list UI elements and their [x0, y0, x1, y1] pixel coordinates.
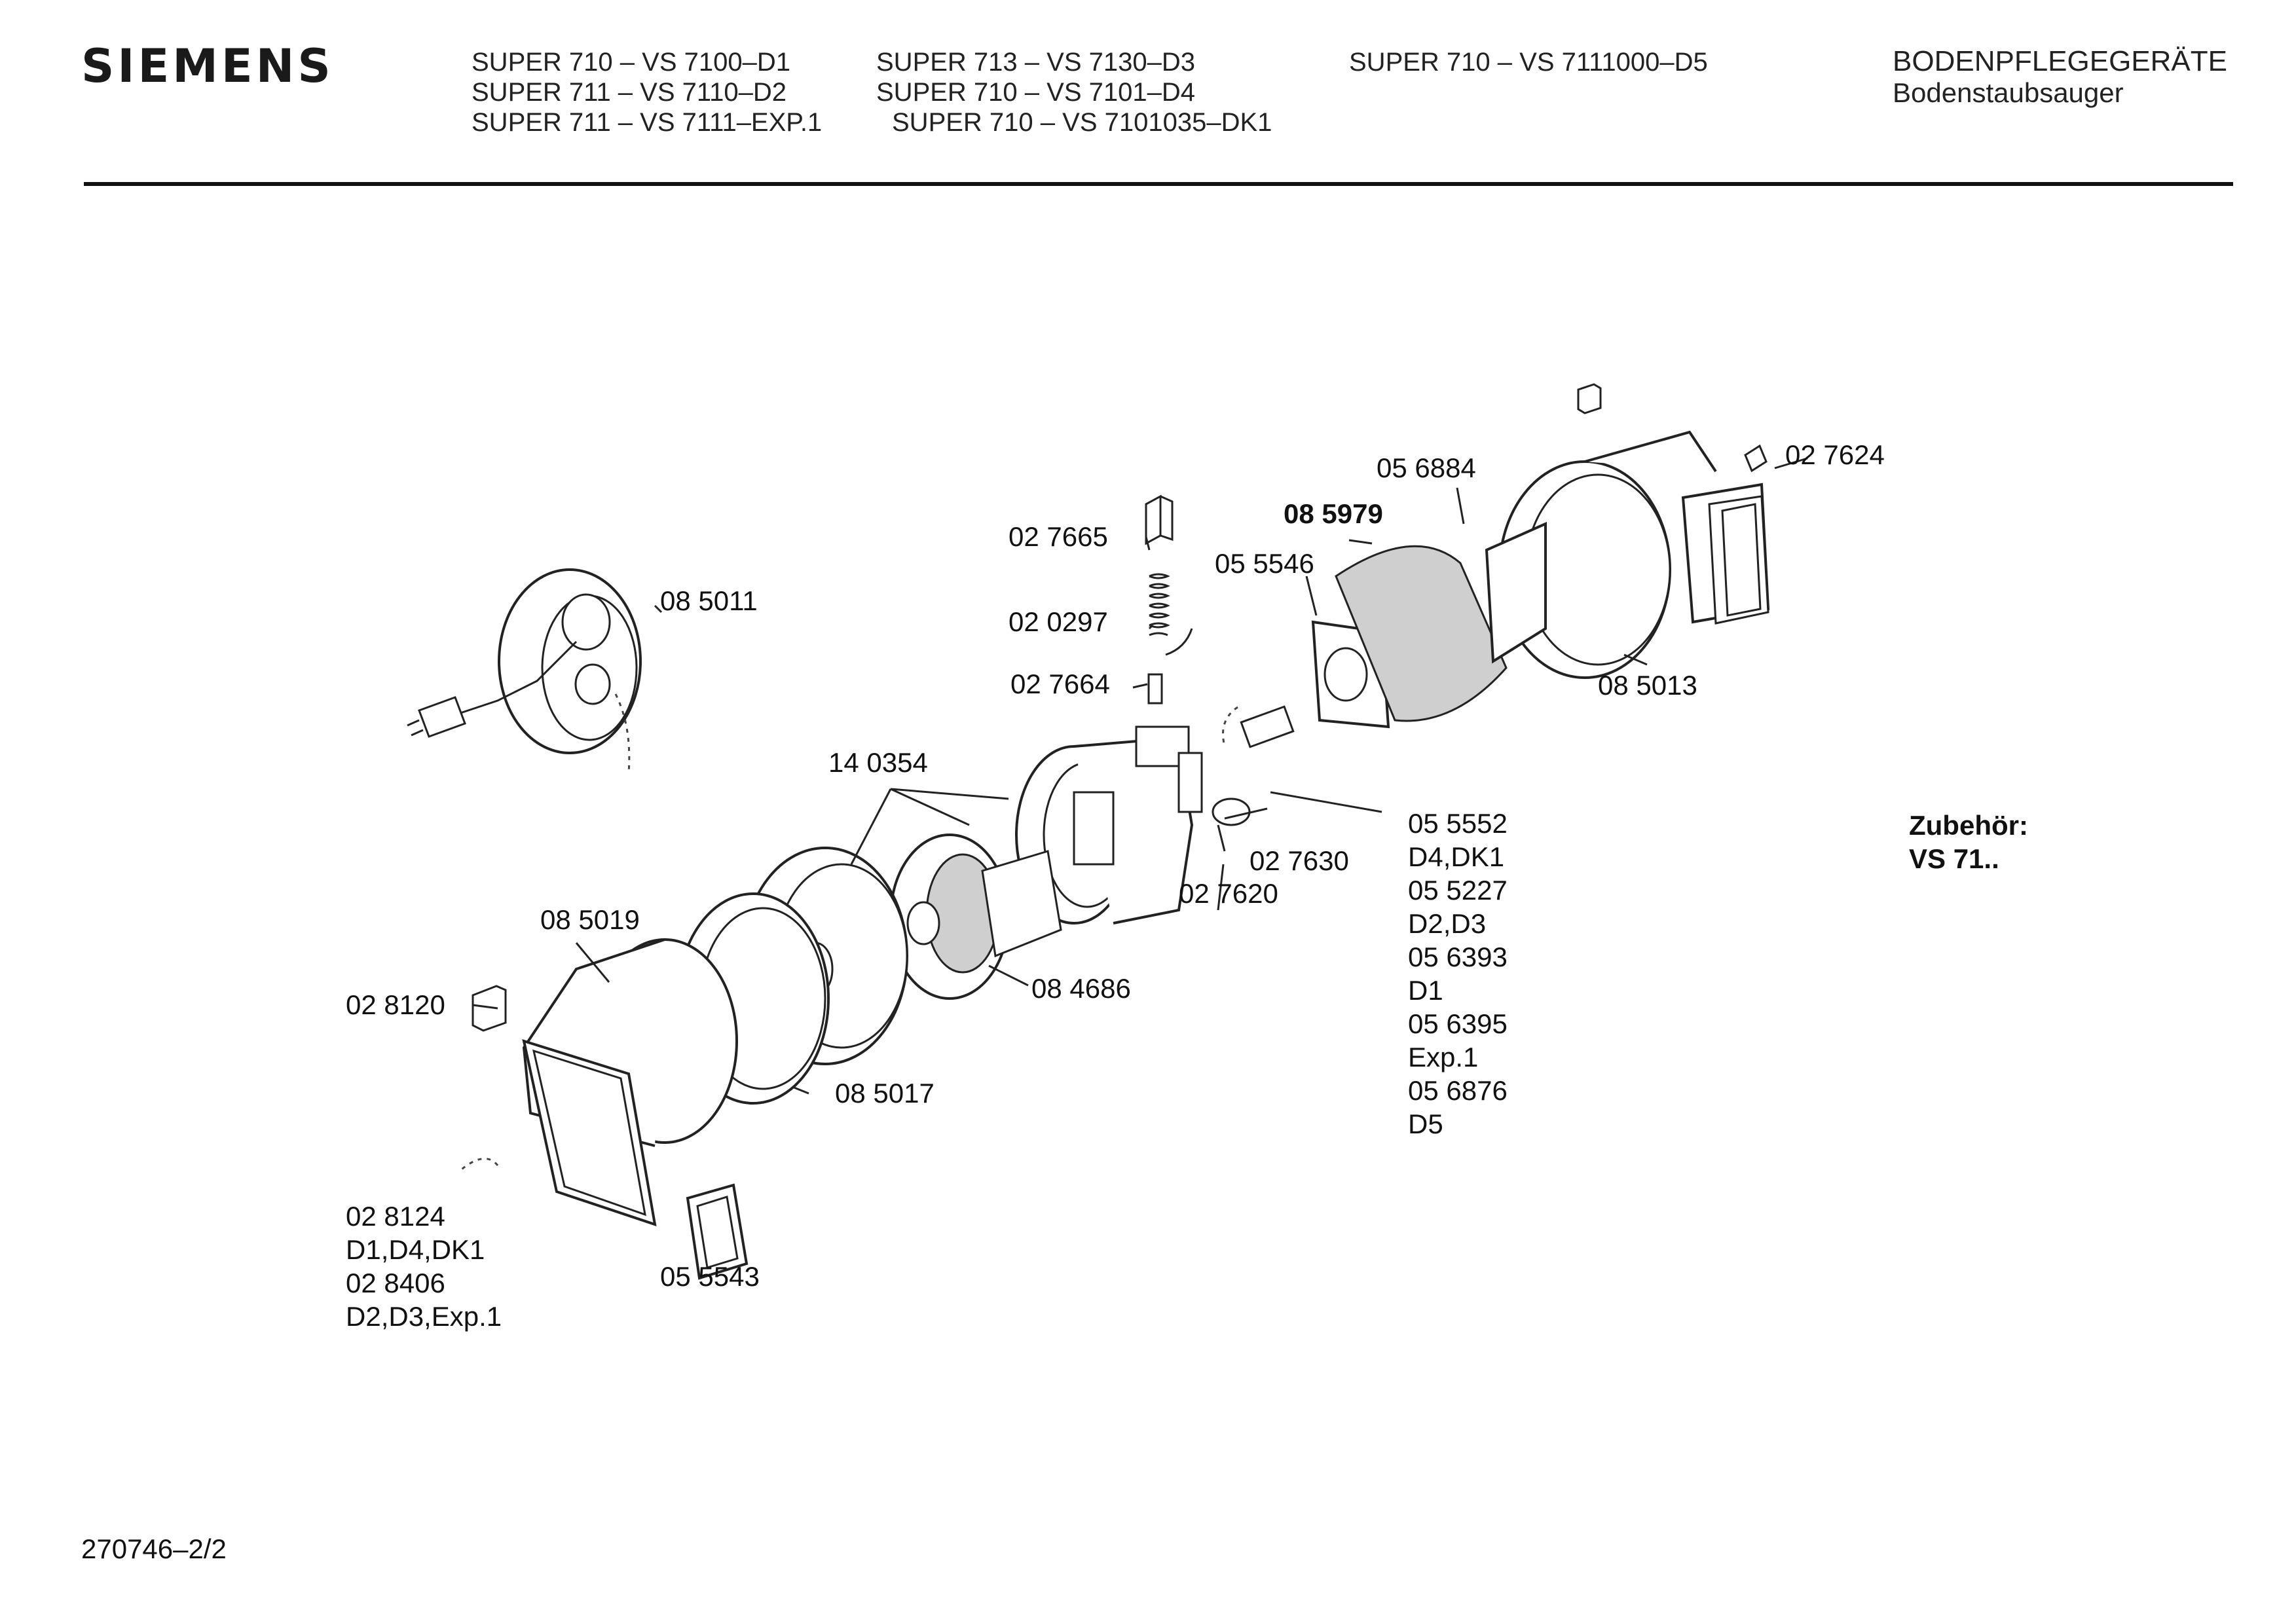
clip-part: [472, 985, 507, 1032]
variant-entry: 05 6395: [1408, 1008, 1508, 1039]
filter-frame-part: [686, 1183, 749, 1280]
document-number: 270746–2/2: [81, 1533, 227, 1564]
part-label-056884: 05 6884: [1377, 452, 1476, 483]
category-title: BODENPFLEGEGERÄTE: [1893, 45, 2228, 77]
part-label-085017: 08 5017: [835, 1078, 935, 1108]
model-line: SUPER 710 – VS 7101–D4: [876, 78, 1195, 107]
variant-entry: 05 5552: [1408, 808, 1508, 839]
variant-entry: 02 8124: [346, 1201, 445, 1232]
variant-entry: D4,DK1: [1408, 841, 1505, 872]
category-subtitle: Bodenstaubsauger: [1893, 77, 2124, 108]
brush-holder-parts: [1145, 494, 1193, 705]
model-line: SUPER 711 – VS 7110–D2: [472, 78, 787, 107]
model-line: SUPER 710 – VS 7100–D1: [472, 48, 790, 77]
variant-entry: D2,D3,Exp.1: [346, 1301, 502, 1332]
part-label-055543: 05 5543: [660, 1261, 760, 1292]
variant-entry: 05 5227: [1408, 875, 1508, 906]
variant-entry: D1: [1408, 975, 1443, 1006]
rear-filter-part: [1212, 545, 1508, 826]
leader-lines: [472, 457, 1808, 1095]
part-label-027620: 02 7620: [1179, 878, 1278, 909]
accessories-model: VS 71..: [1909, 843, 1999, 874]
part-label-027630: 02 7630: [1250, 845, 1349, 876]
part-label-085019: 08 5019: [540, 904, 640, 935]
cable-reel-part: [407, 568, 642, 773]
variant-list-left: 02 8124 D1,D4,DK1 02 8406 D2,D3,Exp.1: [346, 1200, 502, 1333]
part-label-085011: 08 5011: [660, 585, 758, 616]
part-label-027665: 02 7665: [1009, 521, 1108, 552]
variant-list-right: 05 5552 D4,DK1 05 5227 D2,D3 05 6393 D1 …: [1408, 807, 1508, 1141]
armature-part: [889, 833, 1062, 1000]
part-label-027664: 02 7664: [1010, 669, 1110, 699]
cable-dashed-line: [458, 1158, 499, 1173]
accessories-block: Zubehör: VS 71..: [1909, 809, 2028, 875]
part-label-020297: 02 0297: [1009, 606, 1108, 637]
accessories-title: Zubehör:: [1909, 810, 2028, 841]
model-line: SUPER 710 – VS 7101035–DK1: [892, 108, 1272, 137]
brand-logo: SIEMENS: [81, 39, 334, 93]
variant-entry: 05 6393: [1408, 942, 1508, 972]
variant-entry: 05 6876: [1408, 1075, 1508, 1106]
part-label-084686: 08 4686: [1031, 973, 1131, 1004]
part-label-055546: 05 5546: [1215, 548, 1314, 579]
model-line: SUPER 711 – VS 7111–EXP.1: [472, 108, 823, 137]
variant-entry: D1,D4,DK1: [346, 1234, 485, 1265]
variant-entry: D5: [1408, 1108, 1443, 1139]
part-label-140354: 14 0354: [828, 747, 928, 778]
part-label-027624: 02 7624: [1785, 439, 1885, 470]
part-label-085013: 08 5013: [1598, 670, 1697, 701]
variant-entry: Exp.1: [1408, 1042, 1479, 1072]
model-line: SUPER 713 – VS 7130–D3: [876, 48, 1195, 77]
variant-entry: 02 8406: [346, 1268, 445, 1298]
model-list-col1: SUPER 710 – VS 7100–D1 SUPER 711 – VS 71…: [472, 47, 822, 137]
model-list-col2: SUPER 713 – VS 7130–D3 SUPER 710 – VS 71…: [876, 47, 1272, 137]
part-label-085979: 08 5979: [1284, 498, 1383, 529]
front-housing-part: [477, 938, 738, 1226]
rear-housing-part: [1485, 383, 1770, 679]
model-list-col3: SUPER 710 – VS 7111000–D5: [1349, 47, 1708, 77]
variant-entry: D2,D3: [1408, 908, 1487, 939]
part-label-028120: 02 8120: [346, 989, 445, 1020]
header-divider: [84, 182, 2233, 186]
model-line: SUPER 710 – VS 7111000–D5: [1349, 48, 1708, 77]
category-block: BODENPFLEGEGERÄTE Bodenstaubsauger: [1893, 46, 2227, 109]
